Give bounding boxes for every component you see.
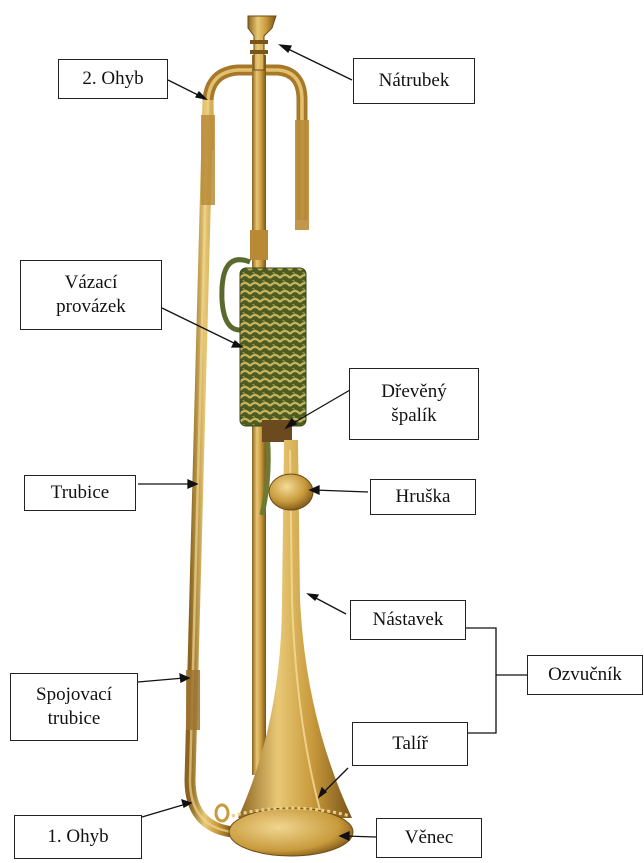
label-talir: Talíř: [352, 722, 468, 766]
label-hruska: Hruška: [370, 479, 476, 515]
label-nastavek: Nástavek: [350, 600, 466, 640]
label-dreveny-spalik: Dřevěný špalík: [349, 368, 479, 440]
label-spojovaci-trubice: Spojovací trubice: [10, 673, 138, 741]
arrow-hruska: [314, 490, 368, 492]
label-ohyb1: 1. Ohyb: [14, 815, 142, 859]
label-ozvucnik: Ozvučník: [527, 655, 643, 695]
arrow-spojovaci: [138, 678, 184, 682]
label-vazaci-provazek: Vázací provázek: [20, 260, 162, 330]
trumpet-illustration: [186, 16, 353, 856]
label-natrubek: Nátrubek: [353, 58, 475, 104]
right-tube-ornament: [295, 120, 309, 230]
wooden-block: [262, 420, 292, 442]
label-venec: Věnec: [376, 818, 482, 858]
label-ohyb2: 2. Ohyb: [58, 59, 168, 99]
binding-cord: [240, 268, 306, 426]
label-trubice: Trubice: [24, 475, 136, 511]
tube-ornament-top: [201, 115, 215, 205]
ball: [269, 474, 313, 510]
arrow-nastavek: [312, 596, 346, 614]
bracket-ozvucnik: [464, 628, 496, 733]
arrow-ohyb1: [142, 804, 186, 817]
bell-rim: [229, 808, 353, 856]
first-bend-ring: [216, 805, 228, 821]
